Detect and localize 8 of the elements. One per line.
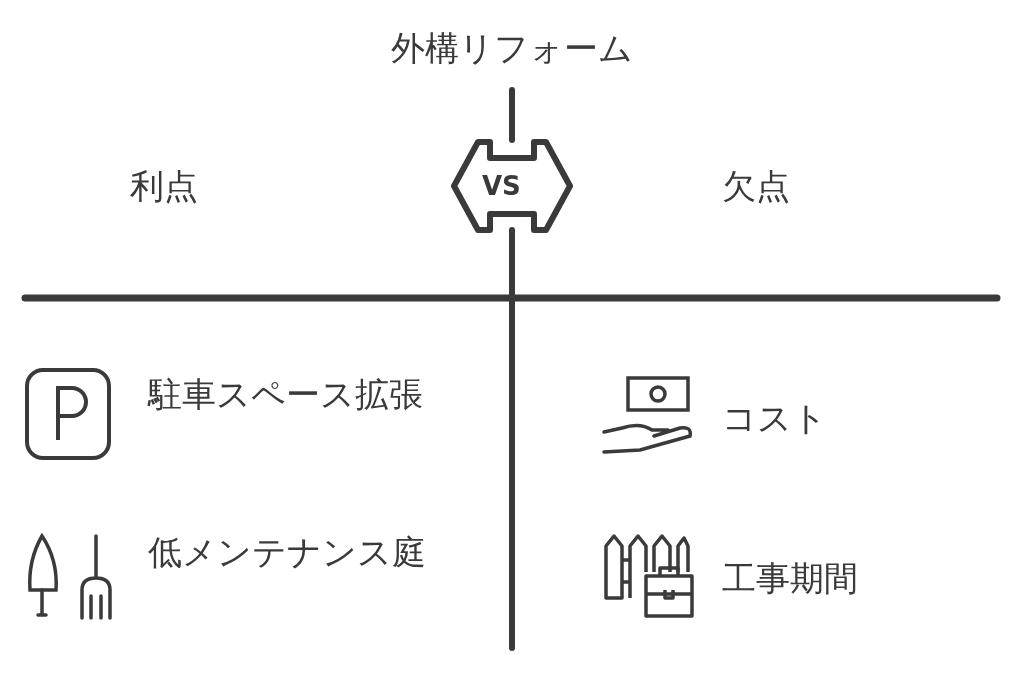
title: 外構リフォーム (390, 27, 634, 70)
item-text: コスト (722, 397, 827, 440)
item-text: 低メンテナンス庭 (148, 531, 426, 574)
cons-heading: 欠点 (722, 165, 790, 208)
pros-heading: 利点 (130, 165, 198, 208)
item-text: 駐車スペース拡張 (148, 373, 423, 416)
item-text: 工事期間 (722, 557, 858, 600)
versus-text: VS (482, 170, 521, 203)
